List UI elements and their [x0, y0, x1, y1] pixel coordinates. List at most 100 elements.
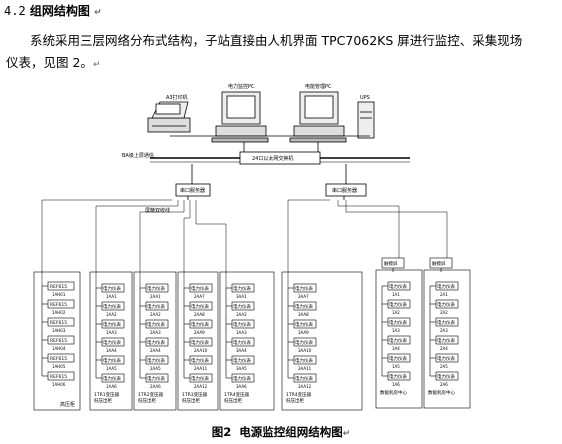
meter-tag: 2A5: [440, 364, 448, 369]
meter-group-label: 低压出柜: [94, 397, 112, 404]
relay-label: REF615: [50, 320, 67, 326]
meter-label: 电力仪表: [191, 303, 209, 310]
relay-tag: 1AH01: [52, 292, 66, 297]
meter-label: 电力仪表: [295, 303, 313, 310]
ups-label: UPS: [360, 95, 370, 101]
relay-label: REF615: [50, 284, 67, 290]
meter-tag: 1A3: [392, 328, 400, 333]
serial-connection: [345, 200, 448, 258]
meter-label: 电力仪表: [103, 285, 121, 292]
meter-tag: 2AA6: [150, 384, 161, 389]
pc1-label: 电力监控PC: [228, 83, 255, 90]
meter-label: 电力仪表: [191, 357, 209, 364]
serial-connection: [337, 200, 400, 258]
meter-tag: 2AA11: [194, 366, 208, 371]
meter-tag: 3AA5: [236, 366, 247, 371]
meter-group-box: [133, 271, 177, 411]
meter-label: 电力仪表: [147, 285, 165, 292]
meter-tag: 3AA7: [298, 294, 309, 299]
meter-tag: 2AA9: [194, 330, 205, 335]
meter-label: 电力仪表: [437, 337, 455, 344]
meter-group-box: [281, 271, 363, 411]
pc2-label: 电能管理PC: [305, 83, 332, 90]
meter-tag: 3AA6: [236, 384, 247, 389]
meter-tag: 2A3: [440, 328, 448, 333]
serial-server-left-label: 串口服务器: [180, 187, 205, 194]
meter-group-label: 低压出柜: [286, 397, 304, 404]
meter-tag: 2AA10: [194, 348, 208, 353]
meter-label: 电力仪表: [389, 373, 407, 380]
meter-label: 电力仪表: [233, 321, 251, 328]
monitoring-pc-icon: [211, 91, 269, 143]
meter-tag: 1A6: [392, 382, 400, 387]
meter-label: 电力仪表: [103, 303, 121, 310]
meter-label: 电力仪表: [295, 321, 313, 328]
meter-tag: 2AA3: [150, 330, 161, 335]
meter-tag: 1A4: [392, 346, 400, 351]
hv-group-label: 高压柜: [60, 401, 75, 408]
paragraph-line-2-text: 仪表，见图 2。: [6, 55, 93, 70]
meter-tag: 2A6: [440, 382, 448, 387]
serial-connection: [41, 199, 172, 286]
meter-label: 电力仪表: [233, 375, 251, 382]
meter-tag: 1A1: [392, 292, 400, 297]
meter-tag: 3AA1: [236, 294, 247, 299]
section-title: 组网结构图: [29, 4, 90, 18]
serial-connection: [95, 200, 179, 288]
fiber-label: 屏蔽双绞线: [145, 207, 170, 214]
body-paragraph: 系统采用三层网络分布式结构，子站直接由人机界面 TPC7062KS 屏进行监控、…: [6, 30, 556, 76]
meter-group-box: [177, 271, 219, 411]
meter-tag: 1AA2: [106, 312, 117, 317]
meter-tag: 3AA10: [298, 348, 312, 353]
meter-group-box: [219, 271, 275, 411]
meter-label: 电力仪表: [147, 357, 165, 364]
ups-icon: [357, 101, 375, 139]
meter-label: 电力仪表: [103, 375, 121, 382]
meter-group-box: [423, 269, 471, 409]
meter-group-label: 1TR2变压器: [138, 391, 164, 398]
meter-label: 电力仪表: [389, 301, 407, 308]
relay-label: REF615: [50, 338, 67, 344]
hv-cabinet-box: [33, 271, 81, 411]
meter-label: 电力仪表: [233, 357, 251, 364]
relay-label: REF615: [50, 302, 67, 308]
relay-label: REF615: [50, 374, 67, 380]
printer-label: A3打印机: [166, 94, 188, 101]
relay-tag: 1AH02: [52, 310, 66, 315]
return-mark: ↵: [94, 8, 102, 18]
meter-label: 电力仪表: [191, 339, 209, 346]
meter-tag: 2AA1: [150, 294, 161, 299]
meter-tag: 2AA4: [150, 348, 161, 353]
return-mark: ↵: [342, 429, 351, 439]
meter-group-box: [89, 271, 133, 411]
serial-server-right-label: 串口服务器: [332, 187, 357, 194]
figure-caption-text: 电源监控组网结构图: [239, 425, 343, 439]
meter-group-label: 低压出柜: [138, 397, 156, 404]
figure-caption: 图2 电源监控组网结构图↵: [0, 424, 562, 440]
meter-label: 电力仪表: [389, 337, 407, 344]
serial-connection: [287, 199, 330, 288]
meter-tag: 2AA7: [194, 294, 205, 299]
meter-label: 电力仪表: [103, 321, 121, 328]
serial-connection: [139, 200, 185, 288]
meter-tag: 1AA3: [106, 330, 117, 335]
meter-label: 电力仪表: [147, 303, 165, 310]
return-mark: ↵: [92, 60, 101, 70]
figure-number: 图2: [211, 425, 232, 439]
meter-label: 电力仪表: [233, 285, 251, 292]
paragraph-line-1: 系统采用三层网络分布式结构，子站直接由人机界面 TPC7062KS 屏进行监控、…: [30, 33, 523, 48]
meter-tag: 3AA4: [236, 348, 247, 353]
meter-tag: 1AA5: [106, 366, 117, 371]
meter-label: 电力仪表: [437, 355, 455, 362]
meter-tag: 2AA12: [194, 384, 208, 389]
meter-group-label: 低压出柜: [224, 397, 242, 404]
meter-tag: 2AA8: [194, 312, 205, 317]
meter-label: 电力仪表: [103, 339, 121, 346]
meter-group-box: [375, 269, 423, 409]
section-heading: 4.2 组网结构图 ↵: [4, 2, 102, 19]
meter-group-label: 1TR1变压器: [94, 391, 120, 398]
printer-icon: [147, 101, 191, 133]
meter-group-label: 1TR3变压器: [182, 391, 208, 398]
meter-tag: 1A5: [392, 364, 400, 369]
meter-tag: 2A1: [440, 292, 448, 297]
